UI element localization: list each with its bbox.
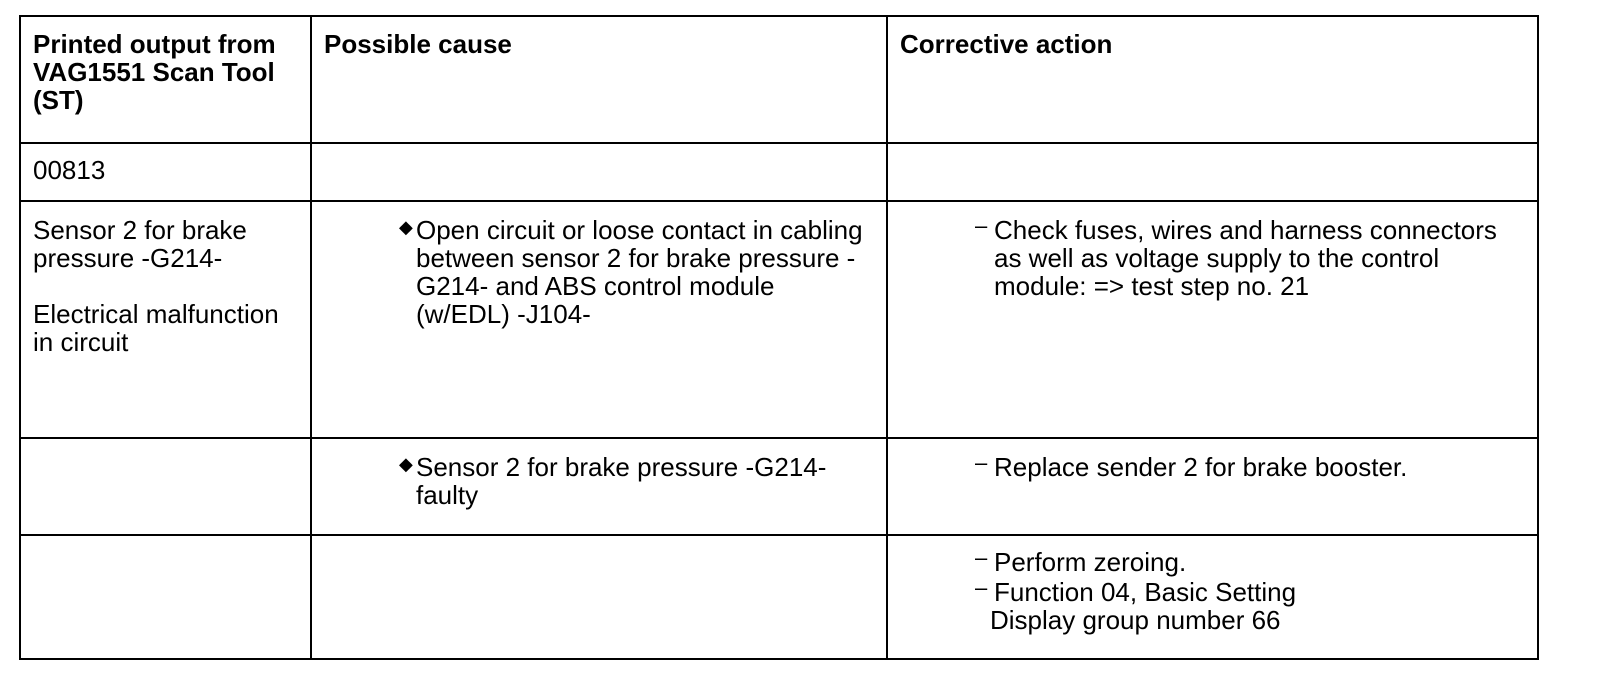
corrective-action-cell: – Perform zeroing. – Function 04, Basic … (886, 534, 1539, 660)
dash-icon: – (975, 545, 988, 570)
empty-cell (310, 534, 888, 660)
possible-cause-cell: ◆ Open circuit or loose contact in cabli… (310, 200, 888, 439)
dash-icon: – (975, 575, 988, 600)
fault-code-cell: 00813 (19, 142, 312, 202)
fault-type: Electrical malfunction in circuit (33, 299, 279, 357)
action-text: Perform zeroing. (994, 547, 1187, 577)
dash-icon: – (975, 213, 988, 238)
empty-cell (310, 142, 888, 202)
cause-text: Sensor 2 for brake pressure -G214- fault… (416, 452, 827, 510)
table-row: Sensor 2 for brake pressure -G214- Elect… (19, 200, 1539, 439)
table-row: 00813 (19, 142, 1539, 202)
header-printed-output: Printed output from VAG1551 Scan Tool (S… (19, 15, 312, 144)
empty-cell (886, 142, 1539, 202)
action-item: – Check fuses, wires and harness connect… (900, 213, 1525, 301)
action-item: – Function 04, Basic Setting (900, 575, 1525, 607)
cause-text: Open circuit or loose contact in cabling… (416, 215, 863, 329)
header-possible-cause: Possible cause (310, 15, 888, 144)
action-text: Check fuses, wires and harness connector… (994, 215, 1497, 301)
action-text: Function 04, Basic Setting (994, 577, 1297, 607)
empty-cell (19, 534, 312, 660)
corrective-action-cell: – Check fuses, wires and harness connect… (886, 200, 1539, 439)
dash-icon: – (975, 450, 988, 475)
action-text: Replace sender 2 for brake booster. (994, 452, 1408, 482)
header-corrective-action: Corrective action (886, 15, 1539, 144)
action-item: – Replace sender 2 for brake booster. (900, 450, 1525, 482)
possible-cause-cell: ◆ Sensor 2 for brake pressure -G214- fau… (310, 437, 888, 536)
table-row: ◆ Sensor 2 for brake pressure -G214- fau… (19, 437, 1539, 536)
printed-output-cell: Sensor 2 for brake pressure -G214- Elect… (19, 200, 312, 439)
cause-item: ◆ Sensor 2 for brake pressure -G214- fau… (324, 453, 874, 509)
table-row: – Perform zeroing. – Function 04, Basic … (19, 534, 1539, 660)
empty-cell (19, 437, 312, 536)
corrective-action-cell: – Replace sender 2 for brake booster. (886, 437, 1539, 536)
diamond-bullet-icon: ◆ (399, 217, 413, 237)
diamond-bullet-icon: ◆ (399, 454, 413, 474)
action-item: – Perform zeroing. (900, 545, 1525, 577)
action-continuation: Display group number 66 (990, 605, 1281, 635)
fault-description: Sensor 2 for brake pressure -G214- (33, 215, 247, 273)
cause-item: ◆ Open circuit or loose contact in cabli… (324, 216, 874, 328)
troubleshooting-table: Printed output from VAG1551 Scan Tool (S… (19, 15, 1539, 660)
table-header-row: Printed output from VAG1551 Scan Tool (S… (19, 15, 1539, 144)
